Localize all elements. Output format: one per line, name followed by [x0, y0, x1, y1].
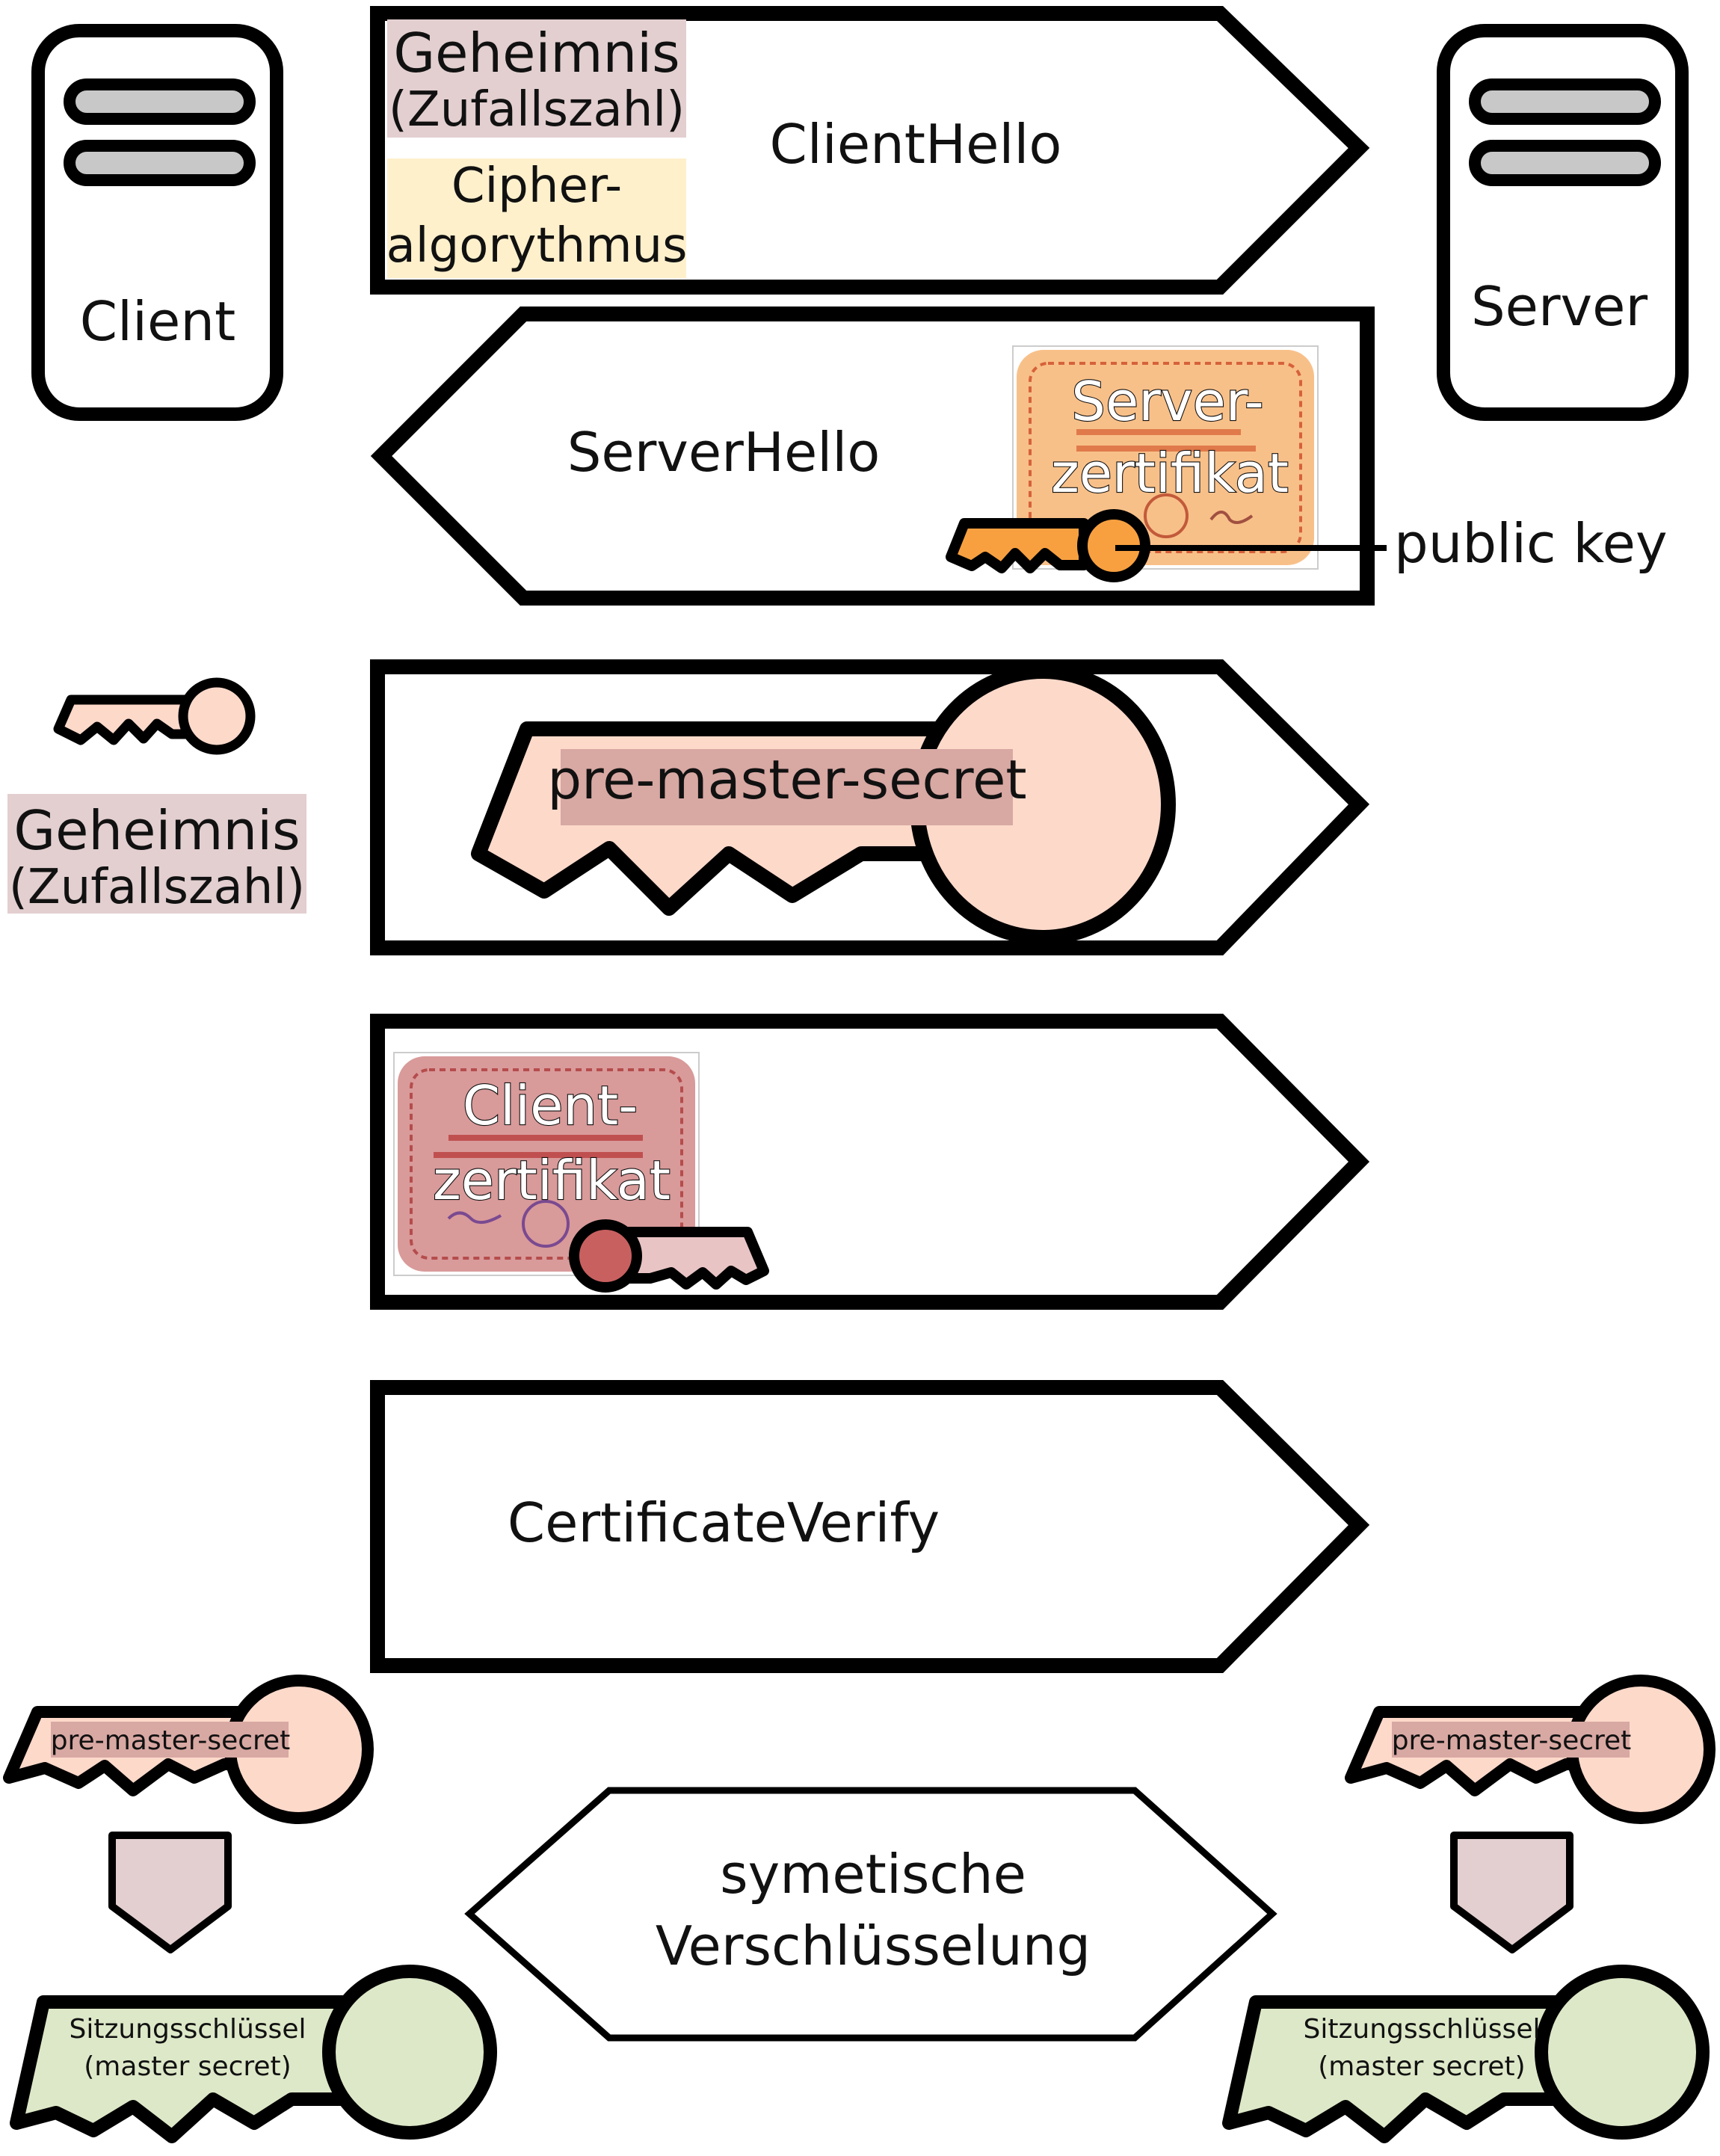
public-key-label: public key: [1394, 512, 1668, 575]
server-label: Server: [1471, 275, 1648, 338]
left-session-line1: Sitzungsschlüssel: [70, 2014, 306, 2045]
secret-box: [387, 19, 686, 138]
client-hello-secret-line2: (Zufallszahl): [389, 82, 685, 138]
server-hello-message: ServerHello Server- zertifikat public ke…: [370, 307, 1668, 606]
right-session-line2: (master secret): [1318, 2051, 1525, 2082]
right-session-key-icon: Sitzungsschlüssel (master secret): [1222, 1965, 1710, 2143]
client-label: Client: [80, 290, 235, 353]
certificate-verify-message: CertificateVerify: [370, 1380, 1370, 1673]
server-certificate-icon: Server- zertifikat: [1012, 345, 1319, 570]
pre-master-secret-label: pre-master-secret: [547, 748, 1026, 811]
left-down-arrow-icon: [108, 1832, 232, 1953]
client-certificate-message: Client- zertifikat: [370, 1014, 1370, 1310]
client-small-key-icon: [53, 677, 256, 755]
client-device-icon: Client: [31, 24, 283, 421]
pre-master-secret-message: pre-master-secret: [370, 659, 1370, 955]
client-secret-line1: Geheimnis: [13, 799, 300, 862]
left-pre-master-key-icon: pre-master-secret: [3, 1675, 374, 1824]
server-hello-label: ServerHello: [567, 421, 881, 484]
symmetric-encryption-shape: symetische Verschlüsselung: [464, 1787, 1277, 2042]
left-session-line2: (master secret): [84, 2051, 291, 2082]
client-cert-line1: Client-: [463, 1074, 638, 1137]
left-pre-master-label: pre-master-secret: [51, 1725, 291, 1756]
client-certificate-icon: Client- zertifikat: [393, 1052, 700, 1276]
left-session-key-icon: Sitzungsschlüssel (master secret): [10, 1965, 497, 2143]
symmetric-line2: Verschlüsselung: [656, 1915, 1091, 1977]
certificate-verify-label: CertificateVerify: [508, 1491, 940, 1554]
client-hello-cipher-line2: algorythmus: [386, 218, 688, 274]
pre-master-label-box: [561, 749, 1013, 825]
symmetric-line1: symetische: [720, 1843, 1026, 1906]
server-cert-line2: zertifikat: [1051, 442, 1289, 505]
client-hello-label: ClientHello: [770, 113, 1062, 176]
client-cert-line2: zertifikat: [433, 1149, 671, 1212]
client-hello-message: Geheimnis (Zufallszahl) Cipher- algoryth…: [370, 6, 1370, 295]
certificate-verify-arrow: [370, 1380, 1370, 1673]
right-down-arrow-icon: [1450, 1832, 1573, 1953]
right-session-line1: Sitzungsschlüssel: [1304, 2014, 1541, 2045]
cipher-box: [387, 158, 686, 278]
client-secret-box: [7, 794, 306, 914]
client-hello-cipher-line1: Cipher-: [451, 158, 622, 214]
client-secret-line2: (Zufallszahl): [9, 860, 305, 915]
right-pre-master-key-icon: pre-master-secret: [1345, 1675, 1716, 1824]
right-pre-master-label: pre-master-secret: [1392, 1725, 1632, 1756]
server-public-key-icon: [946, 509, 1150, 582]
server-cert-line1: Server-: [1071, 370, 1263, 433]
client-key-icon: [569, 1219, 769, 1293]
server-device-icon: Server: [1437, 24, 1689, 421]
client-hello-secret-line1: Geheimnis: [393, 22, 679, 84]
